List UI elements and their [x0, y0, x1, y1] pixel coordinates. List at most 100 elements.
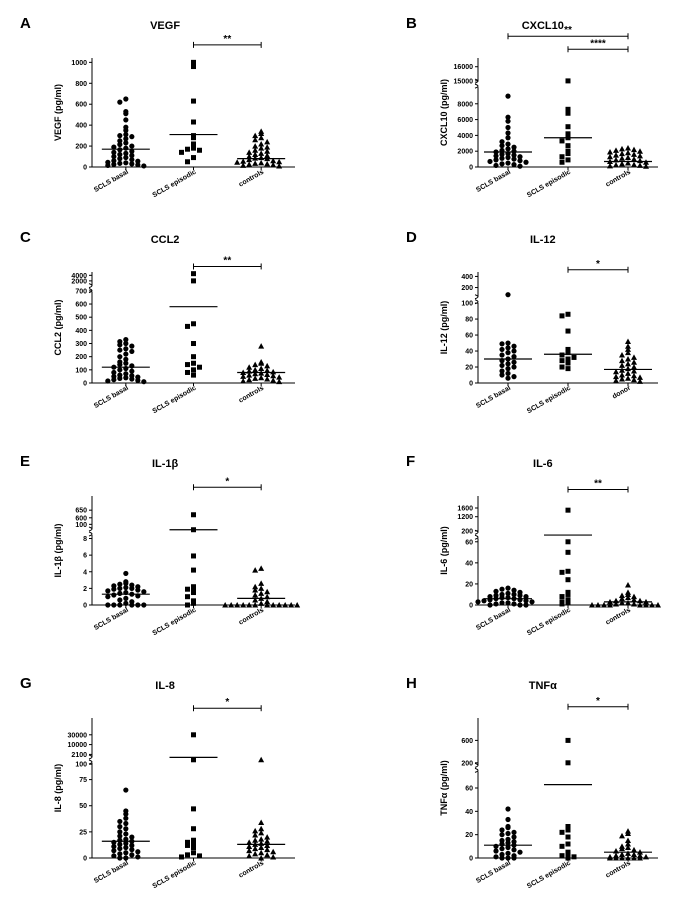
data-point: [264, 838, 271, 844]
data-point: [264, 842, 271, 848]
data-point: [505, 595, 511, 601]
y-tick-label: 0: [469, 856, 473, 863]
data-point: [191, 321, 196, 327]
data-point: [252, 597, 259, 603]
data-point: [559, 358, 565, 364]
y-tick-label: 600: [75, 102, 87, 109]
data-point: [499, 595, 505, 601]
data-point: [258, 580, 265, 586]
data-point: [191, 845, 196, 851]
data-point: [505, 130, 511, 136]
data-point: [282, 602, 289, 608]
data-point: [123, 150, 129, 156]
data-point: [643, 602, 649, 608]
x-category-label: SCLS basal: [93, 607, 130, 632]
data-point: [499, 155, 505, 161]
data-point: [105, 378, 111, 384]
data-point: [258, 145, 265, 151]
data-point: [625, 370, 631, 376]
data-point: [185, 586, 190, 592]
data-point: [643, 853, 649, 860]
data-point: [505, 375, 511, 381]
data-point: [565, 507, 571, 513]
x-category-label: controls: [238, 385, 266, 405]
data-point: [135, 158, 141, 164]
y-tick-label: 0: [83, 603, 87, 610]
significance-label: **: [564, 25, 572, 36]
chart-title: IL-6: [533, 458, 553, 470]
data-point: [631, 846, 637, 853]
significance-label: *: [596, 259, 600, 270]
data-point: [240, 162, 247, 168]
data-point: [493, 153, 499, 159]
data-point: [246, 852, 253, 859]
data-point: [625, 375, 631, 381]
data-point: [565, 824, 571, 829]
data-point: [270, 848, 277, 855]
data-point: [637, 148, 643, 154]
data-point: [252, 602, 259, 608]
data-point: [595, 602, 601, 608]
data-point: [123, 371, 129, 377]
data-point: [123, 356, 129, 362]
data-point: [185, 594, 190, 600]
data-point: [246, 372, 253, 378]
data-point: [123, 850, 129, 856]
y-tick-label: 4: [83, 569, 87, 576]
data-point: [607, 153, 613, 160]
data-point: [252, 567, 259, 573]
data-point: [129, 152, 135, 159]
data-point: [631, 156, 637, 162]
data-point: [523, 598, 529, 604]
data-point: [258, 590, 265, 596]
significance-label: *: [596, 696, 600, 707]
y-tick-label: 400: [75, 123, 87, 130]
data-point: [117, 855, 123, 861]
y-axis-label: CCL2 (pg/ml): [53, 300, 63, 356]
data-point: [258, 819, 265, 825]
data-point: [499, 362, 505, 369]
data-point: [135, 162, 141, 168]
data-point: [123, 96, 129, 102]
x-category-label: SCLS episodic: [152, 860, 198, 891]
y-tick-label: 1200: [457, 514, 473, 521]
data-point: [487, 597, 493, 603]
data-point: [240, 158, 247, 164]
data-point: [191, 64, 196, 70]
y-tick-label: 600: [75, 302, 87, 309]
data-point: [487, 602, 493, 608]
data-point: [191, 360, 196, 366]
y-tick-label: 6000: [457, 117, 473, 124]
y-tick-label: 15000: [454, 78, 474, 85]
y-tick-label: 650: [75, 508, 87, 515]
significance-label: **: [594, 478, 602, 489]
data-point: [264, 160, 271, 167]
data-point: [559, 853, 565, 859]
data-point: [252, 845, 259, 852]
data-point: [511, 847, 517, 853]
data-point: [240, 378, 247, 384]
y-tick-label: 200: [461, 760, 473, 767]
data-point: [565, 600, 571, 606]
y-tick-label: 40: [465, 809, 473, 816]
chart-title: IL-8: [155, 680, 175, 692]
y-axis-label: IL-12 (pg/ml): [439, 301, 449, 355]
data-point: [499, 161, 505, 167]
data-point: [123, 815, 129, 821]
data-point: [505, 114, 511, 120]
data-point: [111, 149, 117, 155]
data-point: [123, 855, 129, 861]
data-point: [505, 160, 511, 166]
data-point: [258, 585, 265, 591]
data-point: [499, 841, 505, 847]
data-point: [493, 854, 499, 860]
data-point: [613, 855, 619, 861]
data-point: [511, 834, 517, 840]
data-point: [252, 827, 259, 834]
data-point: [123, 570, 129, 577]
y-tick-label: 0: [83, 165, 87, 172]
data-point: [123, 360, 129, 366]
data-point: [619, 845, 625, 852]
